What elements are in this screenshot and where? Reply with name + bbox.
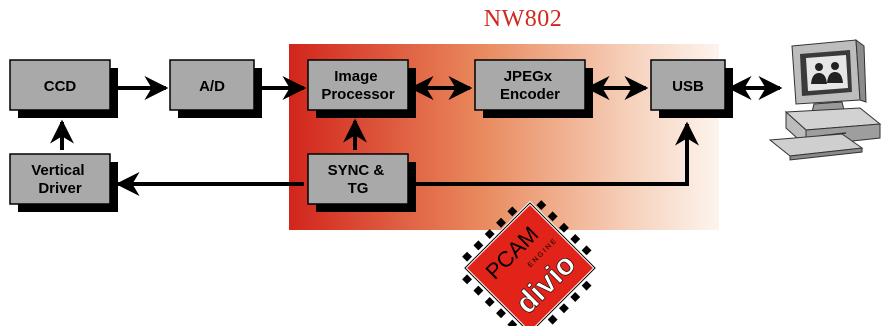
svg-text:JPEGx Encoder: JPEGx Encoder (500, 68, 560, 103)
block-ccd: CCD (10, 60, 118, 118)
ad-label: A/D (199, 78, 225, 95)
sync-tg-label-line1: SYNC & (328, 162, 385, 179)
jpeg-encoder-label-line1: JPEGx (504, 68, 553, 85)
block-vertical-driver: Vertical Driver (10, 154, 118, 212)
block-usb: USB (651, 60, 733, 118)
chip-title: NW802 (463, 6, 583, 33)
computer-icon (770, 40, 880, 160)
jpeg-encoder-label-line2: Encoder (500, 86, 560, 103)
block-image-processor: Image Processor (308, 60, 416, 118)
usb-label: USB (672, 78, 704, 95)
image-processor-label-line2: Processor (321, 86, 395, 103)
svg-text:Vertical Driver: Vertical Driver (31, 162, 89, 197)
ccd-label: CCD (44, 78, 77, 95)
vertical-driver-label-line1: Vertical (31, 162, 84, 179)
block-sync-tg: SYNC & TG (308, 154, 416, 212)
image-processor-label-line1: Image (334, 68, 377, 85)
vertical-driver-label-line2: Driver (38, 180, 82, 197)
block-ad: A/D (170, 60, 262, 118)
block-jpeg-encoder: JPEGx Encoder (475, 60, 593, 118)
sync-tg-label-line2: TG (348, 180, 369, 197)
